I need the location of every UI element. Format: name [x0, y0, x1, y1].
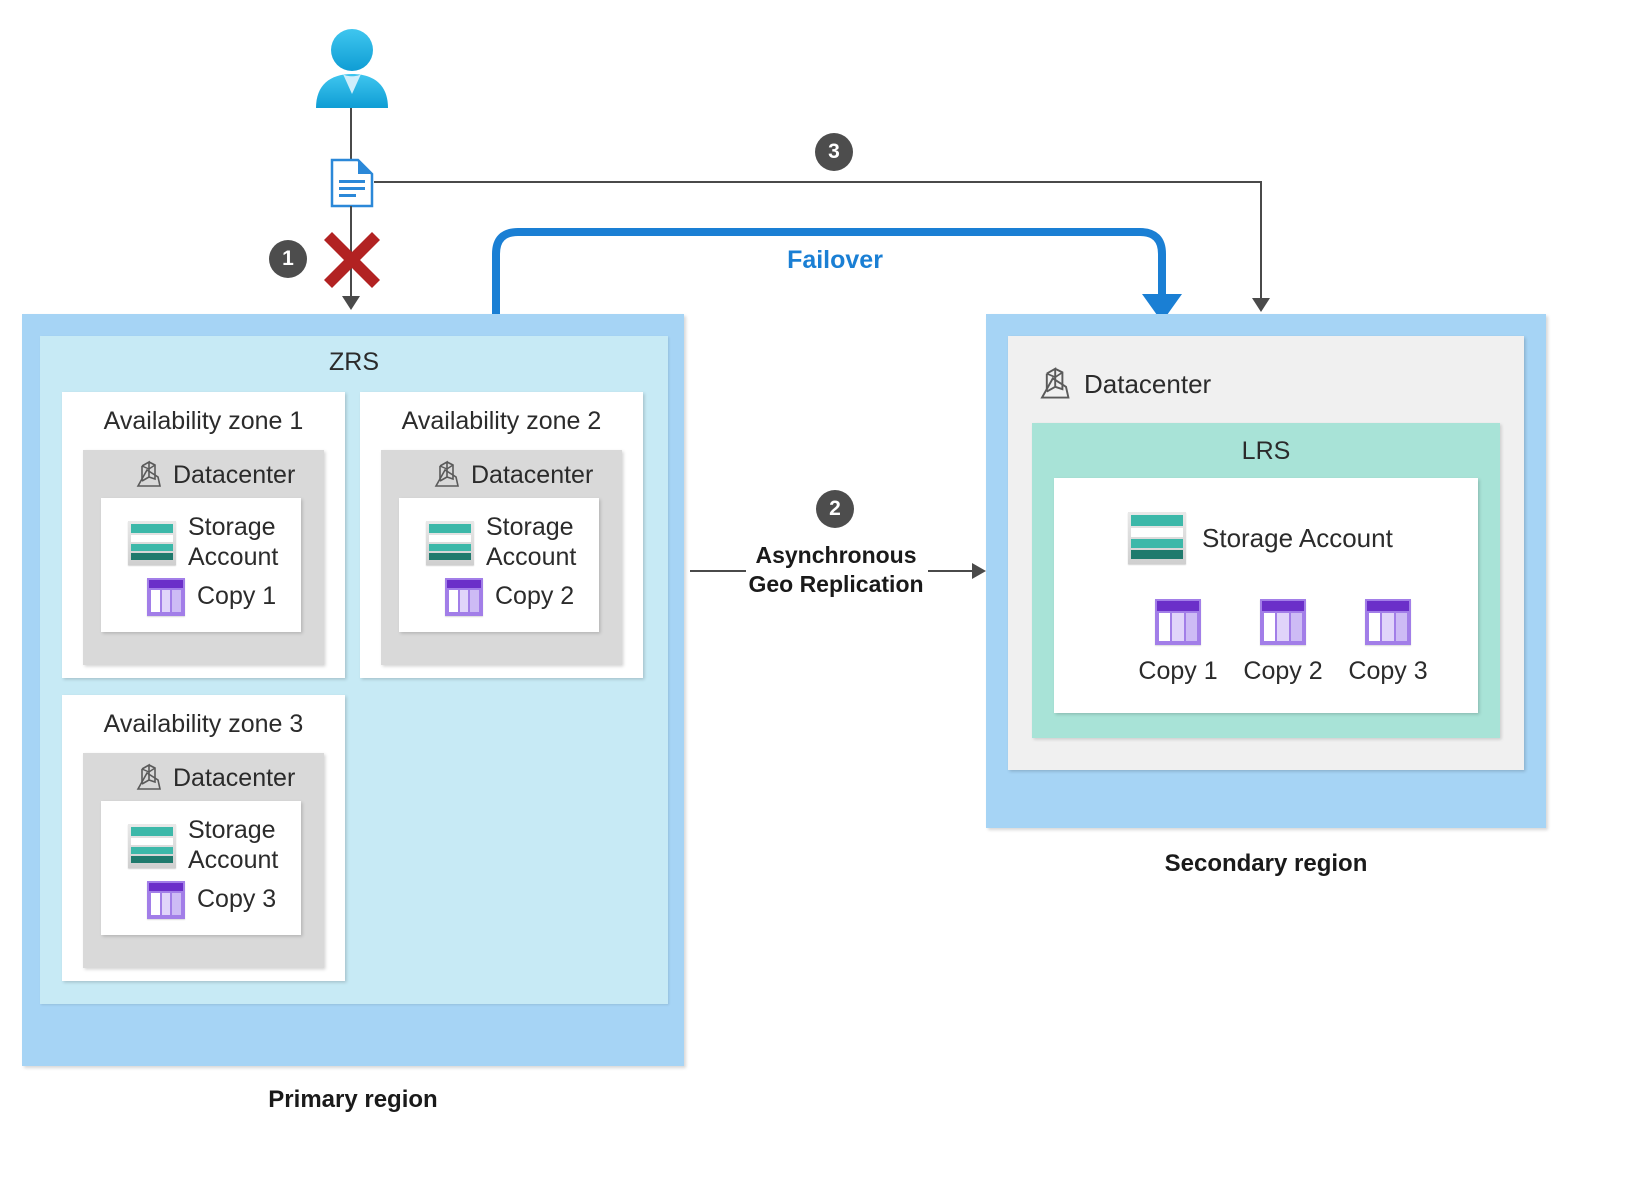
- document-to-secondary-horizontal: [374, 181, 1262, 183]
- geo-replication-arrowhead: [972, 563, 986, 579]
- badge-3-label: 3: [828, 140, 840, 163]
- red-x-icon: [322, 230, 382, 290]
- zone-1-storage-account-row: Storage Account: [128, 513, 278, 572]
- zone-2-storage-account-row: Storage Account: [426, 513, 576, 572]
- badge-1: 1: [269, 240, 307, 278]
- secondary-storage-account-label: Storage Account: [1202, 522, 1393, 553]
- copy-icon: [1155, 599, 1201, 645]
- datacenter-icon: [133, 457, 163, 494]
- geo-replication-line2: Geo Replication: [748, 571, 924, 598]
- badge-1-label: 1: [282, 247, 294, 270]
- secondary-copy-1-label: Copy 1: [1138, 657, 1218, 685]
- zone-1-datacenter-row: Datacenter: [133, 457, 295, 494]
- zone-3-copy-label: Copy 3: [197, 885, 277, 914]
- zone-3-storage-account-label: Storage Account: [188, 816, 278, 875]
- zone-2-copy-label: Copy 2: [495, 582, 575, 611]
- secondary-storage-account-row: Storage Account: [1128, 512, 1393, 564]
- user-icon: [310, 28, 394, 110]
- storage-label-line1: Storage: [486, 513, 574, 541]
- zone-2-datacenter-label: Datacenter: [471, 460, 594, 489]
- zone-3-storage-box: [101, 801, 301, 935]
- zone-1-storage-box: [101, 498, 301, 632]
- copy-icon: [1365, 599, 1411, 645]
- secondary-region-caption: Secondary region: [1164, 850, 1368, 877]
- secondary-copy-2: Copy 2: [1233, 598, 1333, 687]
- zone-1-copy-row: Copy 1: [147, 578, 276, 616]
- geo-replication-line-right: [928, 570, 976, 572]
- storage-account-icon: [128, 823, 176, 868]
- storage-label-line2: Account: [486, 542, 577, 571]
- secondary-copy-3: Copy 3: [1338, 598, 1438, 687]
- datacenter-icon: [1036, 362, 1072, 407]
- document-to-secondary-arrowhead: [1252, 298, 1270, 312]
- secondary-datacenter-row: Datacenter: [1036, 362, 1211, 407]
- zone-3-storage-account-row: Storage Account: [128, 816, 278, 875]
- copy-icon: [147, 881, 185, 919]
- geo-replication-line-left: [690, 570, 746, 572]
- storage-label-line2: Account: [188, 542, 279, 571]
- secondary-datacenter-label: Datacenter: [1084, 369, 1212, 400]
- zone-3-copy-row: Copy 3: [147, 881, 276, 919]
- badge-2-label: 2: [829, 497, 841, 520]
- zone-1-storage-account-label: Storage Account: [188, 513, 278, 572]
- badge-3: 3: [815, 133, 853, 171]
- secondary-copy-2-label: Copy 2: [1243, 657, 1323, 685]
- primary-region-caption: Primary region: [268, 1086, 438, 1113]
- availability-zone-2-title: Availability zone 2: [401, 407, 602, 435]
- geo-replication-line1: Asynchronous: [755, 542, 917, 568]
- failover-label: Failover: [787, 246, 883, 274]
- availability-zone-1-title: Availability zone 1: [103, 407, 304, 435]
- datacenter-icon: [133, 760, 163, 797]
- copy-icon: [445, 578, 483, 616]
- zone-2-datacenter-row: Datacenter: [431, 457, 593, 494]
- storage-account-icon: [426, 520, 474, 565]
- lrs-label: LRS: [1241, 437, 1291, 465]
- storage-label-line2: Account: [188, 845, 279, 874]
- badge-2: 2: [816, 490, 854, 528]
- storage-label-line1: Storage: [188, 513, 276, 541]
- datacenter-icon: [431, 457, 461, 494]
- failover-connector: [480, 218, 1200, 328]
- zone-2-copy-row: Copy 2: [445, 578, 574, 616]
- zrs-label: ZRS: [329, 348, 379, 376]
- geo-replication-label: Asynchronous Geo Replication: [686, 541, 986, 600]
- document-to-secondary-vertical: [1260, 181, 1262, 303]
- storage-account-icon: [128, 520, 176, 565]
- zone-3-datacenter-row: Datacenter: [133, 760, 295, 797]
- storage-account-icon: [1128, 512, 1186, 564]
- secondary-copy-3-label: Copy 3: [1348, 657, 1428, 685]
- secondary-copy-1: Copy 1: [1128, 598, 1228, 687]
- document-to-primary-arrowhead: [342, 296, 360, 310]
- availability-zone-3-title: Availability zone 3: [103, 710, 304, 738]
- user-to-document-line: [350, 108, 352, 160]
- copy-icon: [1260, 599, 1306, 645]
- zone-2-storage-box: [399, 498, 599, 632]
- copy-icon: [147, 578, 185, 616]
- secondary-storage-box: [1054, 478, 1478, 713]
- zone-2-storage-account-label: Storage Account: [486, 513, 576, 572]
- document-icon: [330, 158, 374, 208]
- zone-3-datacenter-label: Datacenter: [173, 763, 296, 792]
- zone-1-datacenter-label: Datacenter: [173, 460, 296, 489]
- storage-label-line1: Storage: [188, 816, 276, 844]
- zone-1-copy-label: Copy 1: [197, 582, 277, 611]
